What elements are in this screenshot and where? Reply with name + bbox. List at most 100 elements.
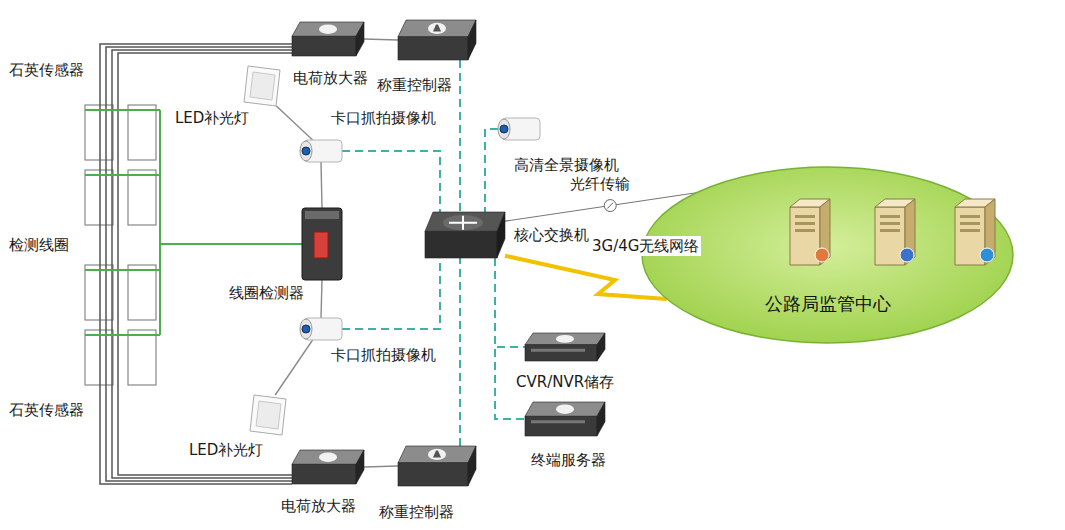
coil-loop [128, 330, 156, 385]
device-icon [498, 118, 540, 140]
device-logo [319, 452, 337, 462]
device-front [398, 37, 468, 60]
device-icon [292, 22, 364, 56]
device-node: 卡口抓拍摄像机 [300, 140, 342, 162]
server-tower [955, 199, 995, 265]
device-front [525, 416, 597, 436]
device-label: 电荷放大器 [280, 496, 357, 516]
device-front [425, 231, 497, 258]
signal-wire [364, 466, 398, 467]
detection-coils [85, 105, 156, 385]
camera-lens [302, 147, 310, 155]
device-side [356, 450, 364, 484]
signal-wire [321, 280, 322, 318]
device-side [597, 333, 605, 361]
fiber-coupler [604, 200, 616, 212]
device-icon [425, 212, 505, 258]
device-graphic [398, 446, 476, 486]
sensor-wire [112, 50, 292, 478]
device-node: 称重控制器 [398, 446, 476, 486]
device-icon [250, 395, 286, 435]
device-icon [244, 66, 280, 106]
drive-slot [531, 420, 585, 423]
coil-loop [85, 265, 113, 320]
camera-front [300, 319, 312, 339]
coil-wire [85, 269, 160, 271]
device-graphic [292, 450, 364, 484]
network-cable [342, 151, 440, 212]
network-cable [495, 258, 525, 347]
signal-wire [275, 340, 312, 395]
device-node: 终端服务器 [525, 402, 605, 436]
device-top [398, 446, 476, 463]
device-top [398, 20, 476, 37]
device-node: 电荷放大器 [292, 450, 364, 484]
device-graphic [292, 22, 364, 56]
device-side [597, 402, 605, 436]
device-front [525, 345, 597, 361]
drive-slot [531, 349, 585, 352]
coil-loop [128, 265, 156, 320]
device-side [356, 22, 364, 56]
device-icon [300, 318, 342, 340]
coil-loop [85, 330, 113, 385]
device-label: 称重控制器 [376, 75, 453, 95]
device-graphic [250, 395, 286, 435]
device-label: 电荷放大器 [292, 68, 369, 88]
device-graphic [300, 318, 342, 340]
link-label: 光纤传输 [568, 174, 632, 194]
device-graphic [302, 208, 342, 280]
region-label: 公路局监管中心 [640, 293, 1015, 315]
device-top [525, 333, 605, 345]
device-icon [398, 446, 476, 486]
device-front [292, 464, 356, 484]
device-top [292, 22, 364, 36]
led-panel [250, 395, 286, 435]
coil-wire [85, 109, 160, 111]
device-graphic [398, 20, 476, 60]
coil-loop [85, 105, 113, 160]
sensor-wire [118, 53, 292, 475]
device-logo [556, 335, 574, 343]
device-label: CVR/NVR储存 [515, 372, 615, 392]
signal-wire [364, 39, 398, 40]
device-node: 卡口抓拍摄像机 [300, 318, 342, 340]
coil-wire [85, 334, 160, 336]
link-label: 3G/4G无线网络 [590, 236, 701, 256]
device-icon [302, 208, 342, 280]
device-side [497, 212, 505, 258]
network-cable [485, 129, 498, 212]
network-cable [495, 258, 525, 419]
device-label: 卡口抓拍摄像机 [330, 345, 437, 365]
device-node: 电荷放大器 [292, 22, 364, 56]
cabinet-body [302, 208, 342, 280]
device-label: 核心交换机 [513, 225, 590, 245]
device-icon [398, 20, 476, 60]
part-label: 石英传感器 [8, 400, 85, 420]
device-label: 终端服务器 [530, 450, 607, 470]
device-graphic [425, 212, 505, 258]
device-top [425, 212, 505, 231]
coil-wire [85, 174, 160, 176]
road-symbol [433, 450, 441, 457]
device-graphic [498, 118, 540, 140]
device-front [398, 463, 468, 486]
device-label: 线圈检测器 [228, 283, 305, 303]
sensor-wire [106, 47, 292, 481]
network-cable [459, 60, 461, 212]
device-icon [525, 402, 605, 436]
device-side [468, 20, 476, 60]
camera-front [498, 119, 510, 139]
device-node: CVR/NVR储存 [525, 333, 605, 361]
device-icon [292, 450, 364, 484]
device-label: 称重控制器 [378, 502, 455, 522]
device-label: 卡口抓拍摄像机 [330, 108, 437, 128]
device-node: LED补光灯 [250, 395, 286, 435]
camera-lens [500, 125, 508, 133]
coil-wire [160, 243, 302, 245]
device-graphic [525, 333, 605, 361]
device-node: 核心交换机 [425, 212, 505, 258]
switch-badge [443, 215, 483, 230]
device-logo [556, 404, 574, 414]
part-label: 石英传感器 [8, 60, 85, 80]
